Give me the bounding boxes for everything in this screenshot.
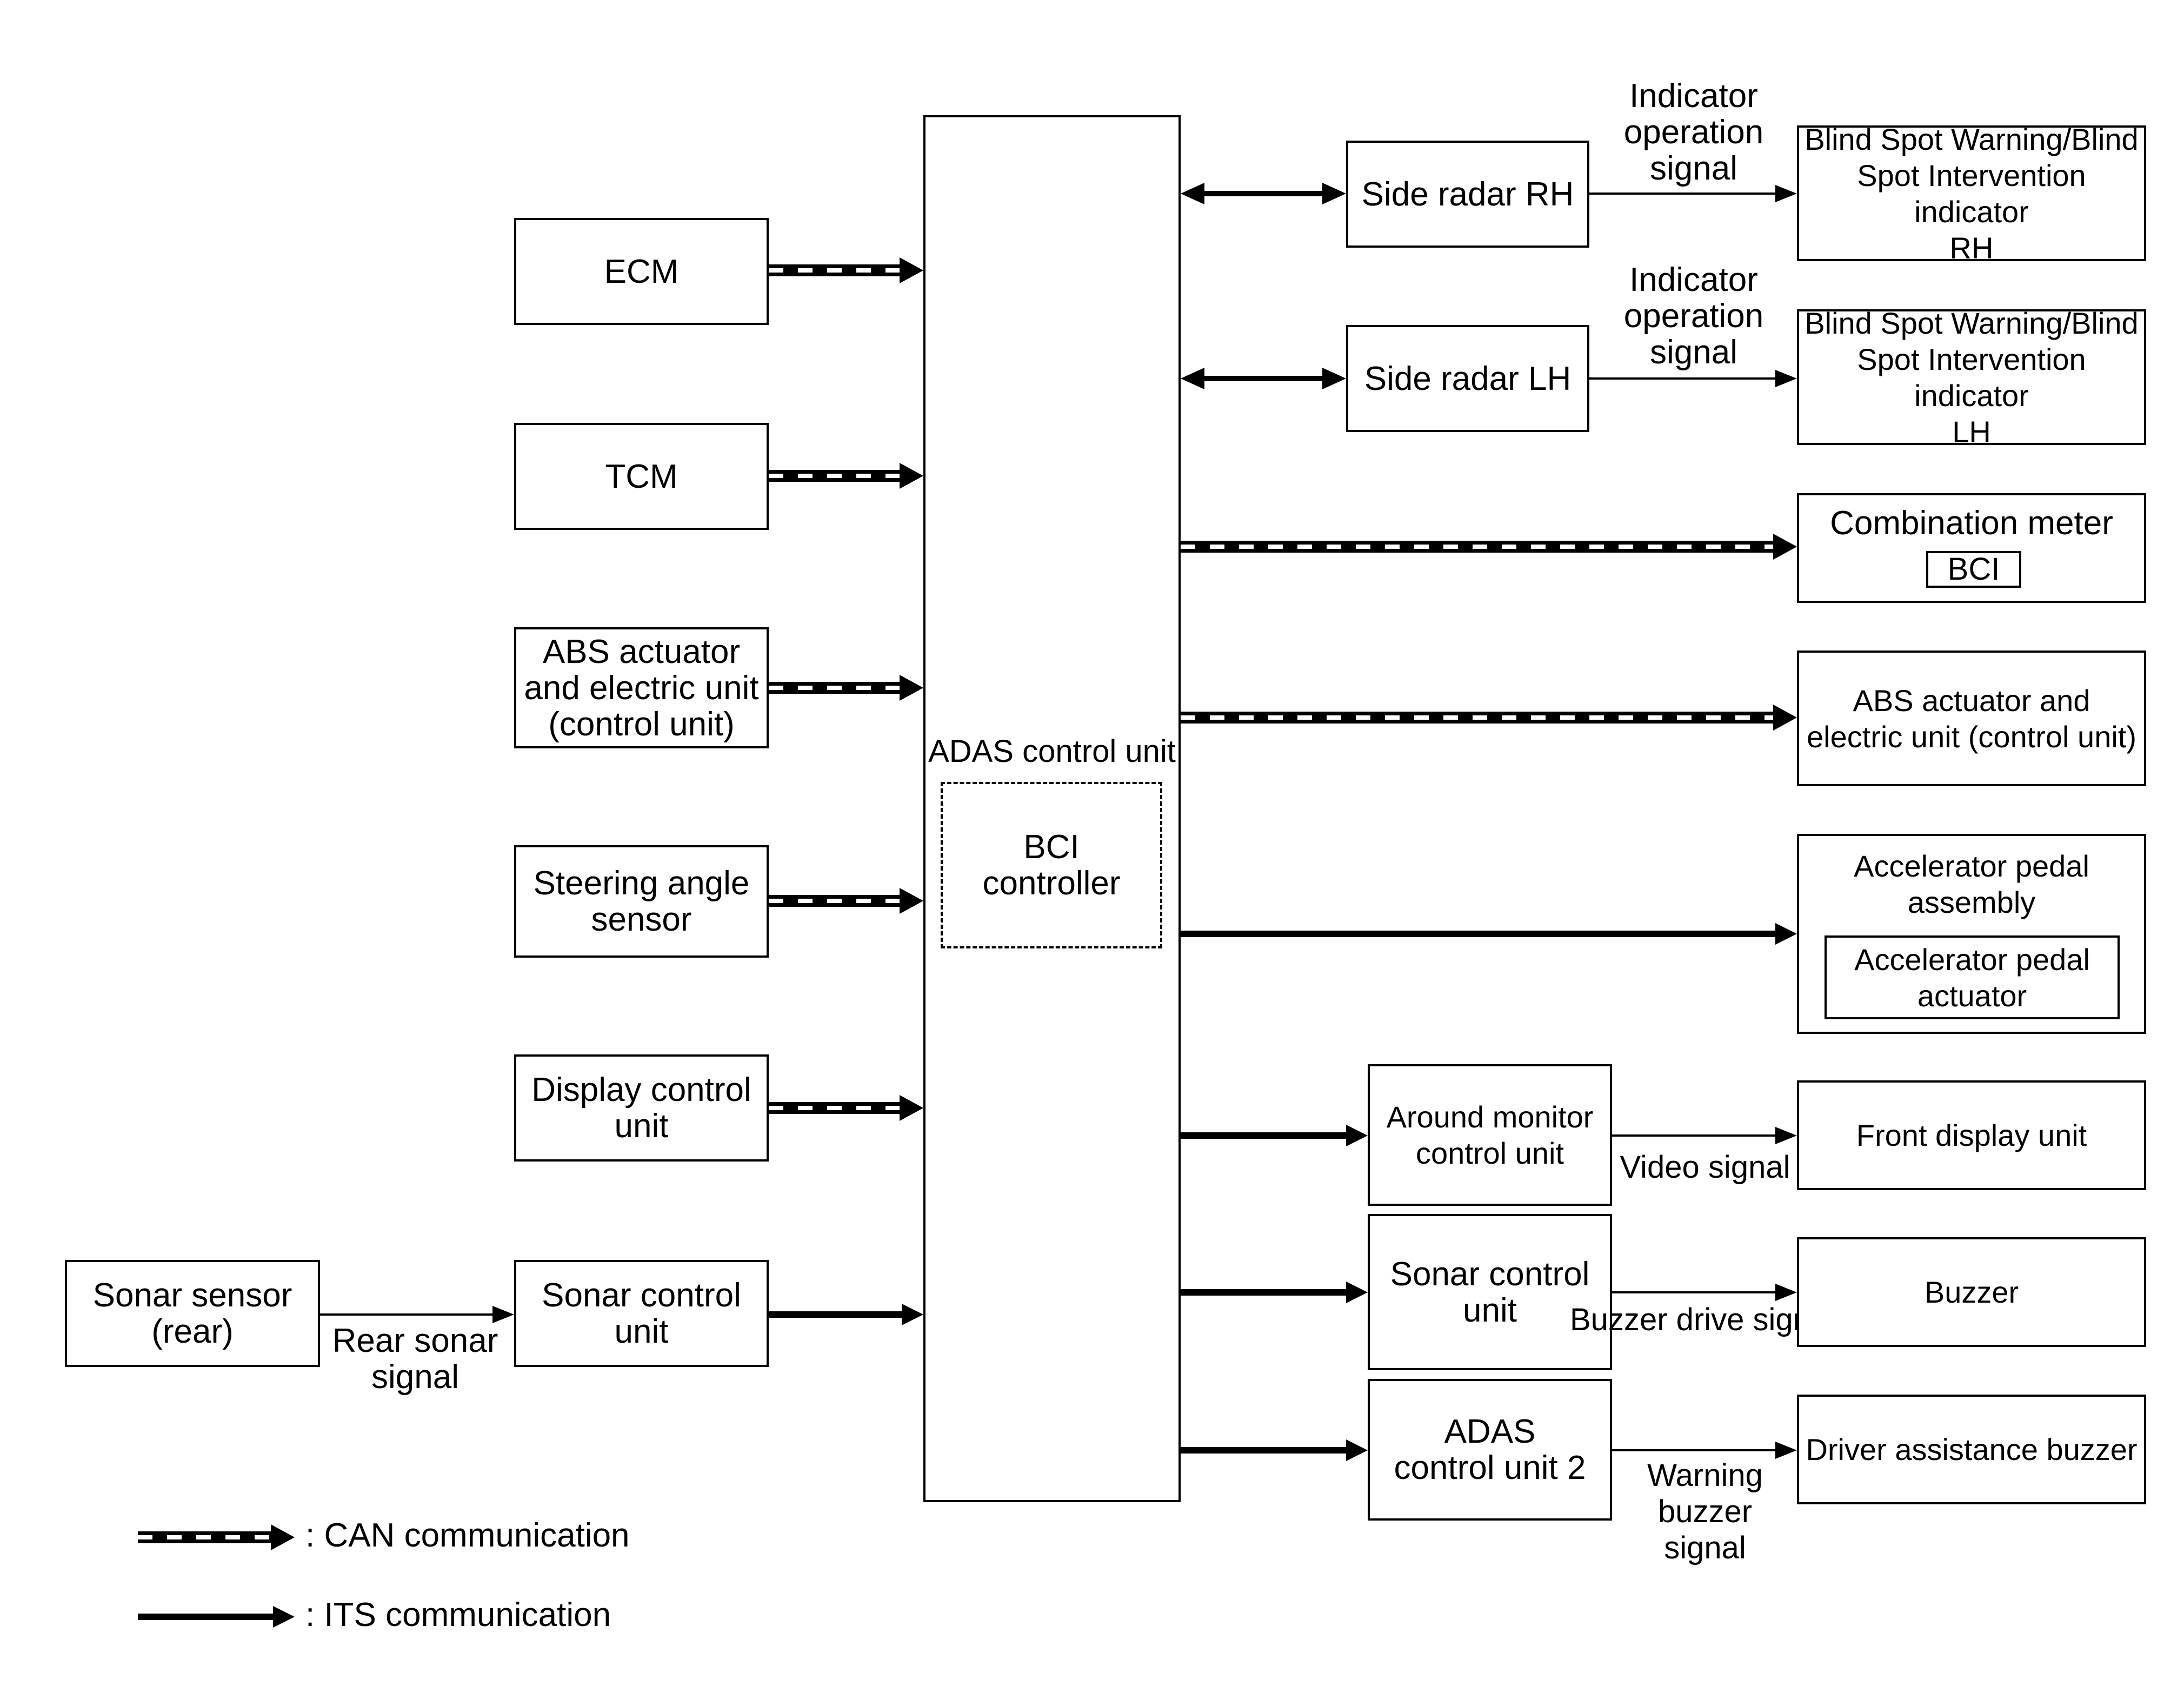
abs-actuator-right-box: ABS actuator and electric unit (control … xyxy=(1797,651,2146,786)
steering-can-arrow-head xyxy=(900,888,923,914)
tcm-can-arrow-head xyxy=(900,463,923,489)
side-radar-rh-arrow-right-head xyxy=(1322,183,1346,204)
legend-its-sample-head xyxy=(273,1606,295,1628)
rear-sonar-signal-arrow-head xyxy=(492,1306,514,1323)
steering-angle-sensor-box: Steering angle sensor xyxy=(514,845,769,958)
accelerator-its-arrow-head xyxy=(1775,923,1797,945)
combination-meter-label: Combination meter xyxy=(1830,505,2113,542)
indicator-lh-signal-arrow-head xyxy=(1775,370,1797,387)
sonar-control-unit-left-box: Sonar control unit xyxy=(514,1260,769,1367)
buzzer-drive-signal-label: Buzzer drive signal xyxy=(1570,1302,1835,1337)
side-radar-lh-arrow-left-head xyxy=(1181,368,1204,389)
rear-sonar-signal-label: Rear sonar signal xyxy=(332,1322,498,1396)
sonar-sensor-rear-box: Sonar sensor (rear) xyxy=(65,1260,320,1367)
accelerator-pedal-actuator-box: Accelerator pedal actuator xyxy=(1825,935,2120,1019)
adas-control-unit-2-box: ADAS control unit 2 xyxy=(1368,1379,1612,1521)
video-signal-arrow-head xyxy=(1775,1127,1797,1144)
abs-actuator-left-box: ABS actuator and electric unit (control … xyxy=(514,627,769,748)
side-radar-lh-arrow-right-head xyxy=(1322,368,1346,389)
around-monitor-its-arrow-head xyxy=(1346,1125,1368,1146)
around-monitor-control-unit-box: Around monitor control unit xyxy=(1368,1064,1612,1206)
legend-can-label: : CAN communication xyxy=(305,1517,630,1554)
buzzer-drive-signal-arrow-head xyxy=(1775,1284,1797,1301)
side-radar-rh-arrow-left-head xyxy=(1181,183,1204,204)
warning-buzzer-signal-label: Warning buzzer signal xyxy=(1647,1458,1763,1565)
side-radar-lh-box: Side radar LH xyxy=(1346,325,1589,432)
buzzer-box: Buzzer xyxy=(1797,1237,2146,1347)
adas-control-unit-label: ADAS control unit xyxy=(928,734,1176,769)
accelerator-pedal-assembly-label: Accelerator pedal assembly xyxy=(1854,849,2089,919)
indicator-signal-lh-label: Indicator operation signal xyxy=(1623,261,1764,371)
abs-left-can-arrow-head xyxy=(900,675,923,701)
combination-meter-can-arrow-head xyxy=(1773,534,1797,560)
sonar-control-unit-right-box: Sonar control unit xyxy=(1368,1214,1612,1370)
bci-controller-box: BCI controller xyxy=(941,782,1162,948)
accelerator-pedal-assembly-box: Accelerator pedal assembly xyxy=(1797,834,2146,1034)
legend-can-sample-head xyxy=(271,1524,295,1550)
side-radar-rh-box: Side radar RH xyxy=(1346,141,1589,248)
bsw-indicator-rh-box: Blind Spot Warning/Blind Spot Interventi… xyxy=(1797,122,2146,265)
adas-control-unit-box xyxy=(923,115,1181,1502)
legend-its-label: : ITS communication xyxy=(305,1596,611,1634)
display-can-arrow-head xyxy=(900,1095,923,1121)
indicator-rh-signal-arrow-head xyxy=(1775,185,1797,202)
abs-right-can-arrow-head xyxy=(1773,705,1797,731)
combination-meter-box: Combination meter xyxy=(1797,493,2146,603)
front-display-unit-box: Front display unit xyxy=(1797,1080,2146,1190)
sonar-left-its-arrow-head xyxy=(902,1304,923,1325)
adas2-its-arrow-head xyxy=(1346,1439,1368,1461)
ecm-box: ECM xyxy=(514,218,769,325)
driver-assistance-buzzer-box: Driver assistance buzzer xyxy=(1797,1395,2146,1504)
video-signal-label: Video signal xyxy=(1620,1150,1790,1185)
combination-meter-bci-box: BCI xyxy=(1926,551,2021,588)
tcm-box: TCM xyxy=(514,423,769,530)
indicator-signal-rh-label: Indicator operation signal xyxy=(1623,77,1764,187)
sonar-right-its-arrow-head xyxy=(1346,1282,1368,1303)
bsw-indicator-lh-box: Blind Spot Warning/Blind Spot Interventi… xyxy=(1797,306,2146,449)
display-control-unit-box: Display control unit xyxy=(514,1054,769,1162)
ecm-can-arrow-head xyxy=(900,257,923,283)
warning-buzzer-signal-arrow-head xyxy=(1775,1442,1797,1459)
